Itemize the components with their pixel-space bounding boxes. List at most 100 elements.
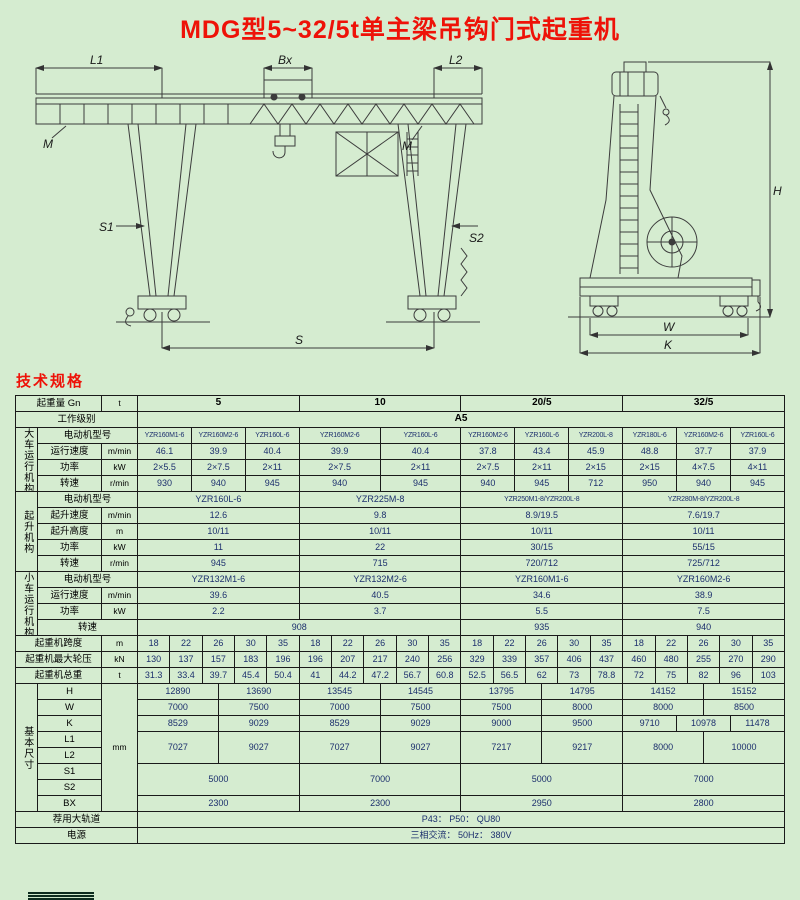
table-data-cell: 56.7 [395,667,430,684]
table-data-cell: 22 [298,539,462,556]
table-row-label: 转速 [37,555,102,572]
table-row-label: 起升高度 [37,523,102,540]
table-header-cell: 20/5 [460,395,624,412]
table-unit-cell: m [101,523,138,540]
table-data-cell: 44.2 [331,667,365,684]
dim-label-h: H [773,184,782,198]
table-data-cell: 9029 [217,715,300,732]
table-data-cell: 8529 [298,715,381,732]
table-data-cell: 2×11 [379,459,462,476]
table-data-cell: 2×7.5 [298,459,381,476]
table-data-cell: 437 [589,651,624,668]
table-data-cell: 55/15 [622,539,785,556]
table-row-label: 功率 [37,603,102,620]
dim-label-w: W [663,320,676,334]
table-row-label: 电源 [15,827,138,844]
table-data-cell: 43.4 [514,443,570,460]
table-row-label: 起重机最大轮压 [15,651,102,668]
table-header-cell: A5 [137,411,785,428]
table-data-cell: 75 [654,667,688,684]
dim-label-l2: L2 [449,53,463,67]
table-data-cell: YZR132M1-6 [137,571,300,588]
table-data-cell: 38.9 [622,587,785,604]
table-data-cell: 2.2 [137,603,300,620]
table-data-cell: 940 [676,475,731,492]
table-data-cell: 10/11 [460,523,624,540]
table-data-cell: YZR160L-6 [729,427,786,444]
crane-front-view-drawing [35,65,483,351]
table-data-cell: 10000 [703,731,785,764]
table-data-cell: YZR160L-6 [514,427,570,444]
table-data-cell: 196 [266,651,300,668]
table-data-cell: 22 [169,635,203,652]
table-row-label: K [37,715,102,732]
table-data-cell: 30 [719,635,753,652]
table-group-label: 起升机构 [15,491,38,572]
crane-drawing: L1 Bx L2 S1 S2 S M M W K H [14,50,786,370]
dim-label-s: S [295,333,303,347]
table-data-cell: 9029 [379,715,462,732]
table-data-cell: 8000 [622,699,705,716]
table-data-cell: YZR225M-8 [298,491,462,508]
table-data-cell: 50.4 [266,667,300,684]
table-data-cell: 60.8 [428,667,462,684]
table-data-cell: 7500 [379,699,462,716]
table-data-cell: 945 [729,475,786,492]
table-row-label: L1 [37,731,102,748]
dim-label-l1: L1 [90,53,103,67]
table-data-cell: 2×15 [622,459,678,476]
table-data-cell: 2×15 [568,459,624,476]
table-data-cell: 11478 [729,715,786,732]
table-data-cell: 48.8 [622,443,678,460]
table-data-cell: 14545 [379,683,462,700]
table-data-cell: 45.9 [568,443,624,460]
table-data-cell: 26 [686,635,721,652]
table-header-cell: 5 [137,395,300,412]
table-unit-cell: kW [101,459,138,476]
crane-drawing-svg: L1 Bx L2 S1 S2 S M M W K H [35,53,782,356]
table-data-cell: 950 [622,475,678,492]
table-data-cell: 2×11 [244,459,300,476]
table-data-cell: YZR250M1-8/YZR200L-8 [460,491,624,508]
table-group-label: 小车运行机构 [15,571,38,636]
table-unit-cell: kN [101,651,138,668]
table-data-cell: 72 [622,667,656,684]
table-data-cell: 3.7 [298,603,462,620]
table-row-label: 电动机型号 [37,491,138,508]
table-data-cell: 45.4 [234,667,268,684]
table-data-cell: 14795 [541,683,624,700]
table-data-cell: YZR280M-8/YZR200L-8 [622,491,785,508]
table-data-cell: 5.5 [460,603,624,620]
table-row-label: BX [37,795,102,812]
table-data-cell: 908 [136,619,462,636]
table-data-cell: 217 [363,651,397,668]
spec-heading: 技术规格 [16,373,85,390]
table-data-cell: 8000 [541,699,624,716]
table-data-cell: 37.8 [460,443,516,460]
table-data-cell: 30 [234,635,268,652]
table-data-cell: 183 [234,651,268,668]
table-data-cell: YZR160M2-6 [460,427,516,444]
table-data-cell: 2800 [622,795,785,812]
table-header-cell: 32/5 [622,395,785,412]
table-data-cell: 406 [557,651,591,668]
table-data-cell: 196 [298,651,333,668]
table-unit-cell: t [101,395,138,412]
table-row-label: 运行速度 [37,587,102,604]
table-data-cell: 73 [557,667,591,684]
table-data-cell: 240 [395,651,430,668]
table-data-cell: 339 [492,651,527,668]
page-title: MDG型5~32/5t单主梁吊钩门式起重机 [180,16,620,44]
table-row-label: 运行速度 [37,443,102,460]
table-data-cell: 22 [492,635,527,652]
table-data-cell: 8.9/19.5 [460,507,624,524]
table-data-cell: 7000 [622,763,785,796]
table-data-cell: 7000 [298,763,462,796]
table-data-cell: 7.5 [622,603,785,620]
table-data-cell: 18 [460,635,494,652]
table-data-cell: 10/11 [622,523,785,540]
table-row-label: S1 [37,763,102,780]
table-data-cell: 41 [298,667,333,684]
